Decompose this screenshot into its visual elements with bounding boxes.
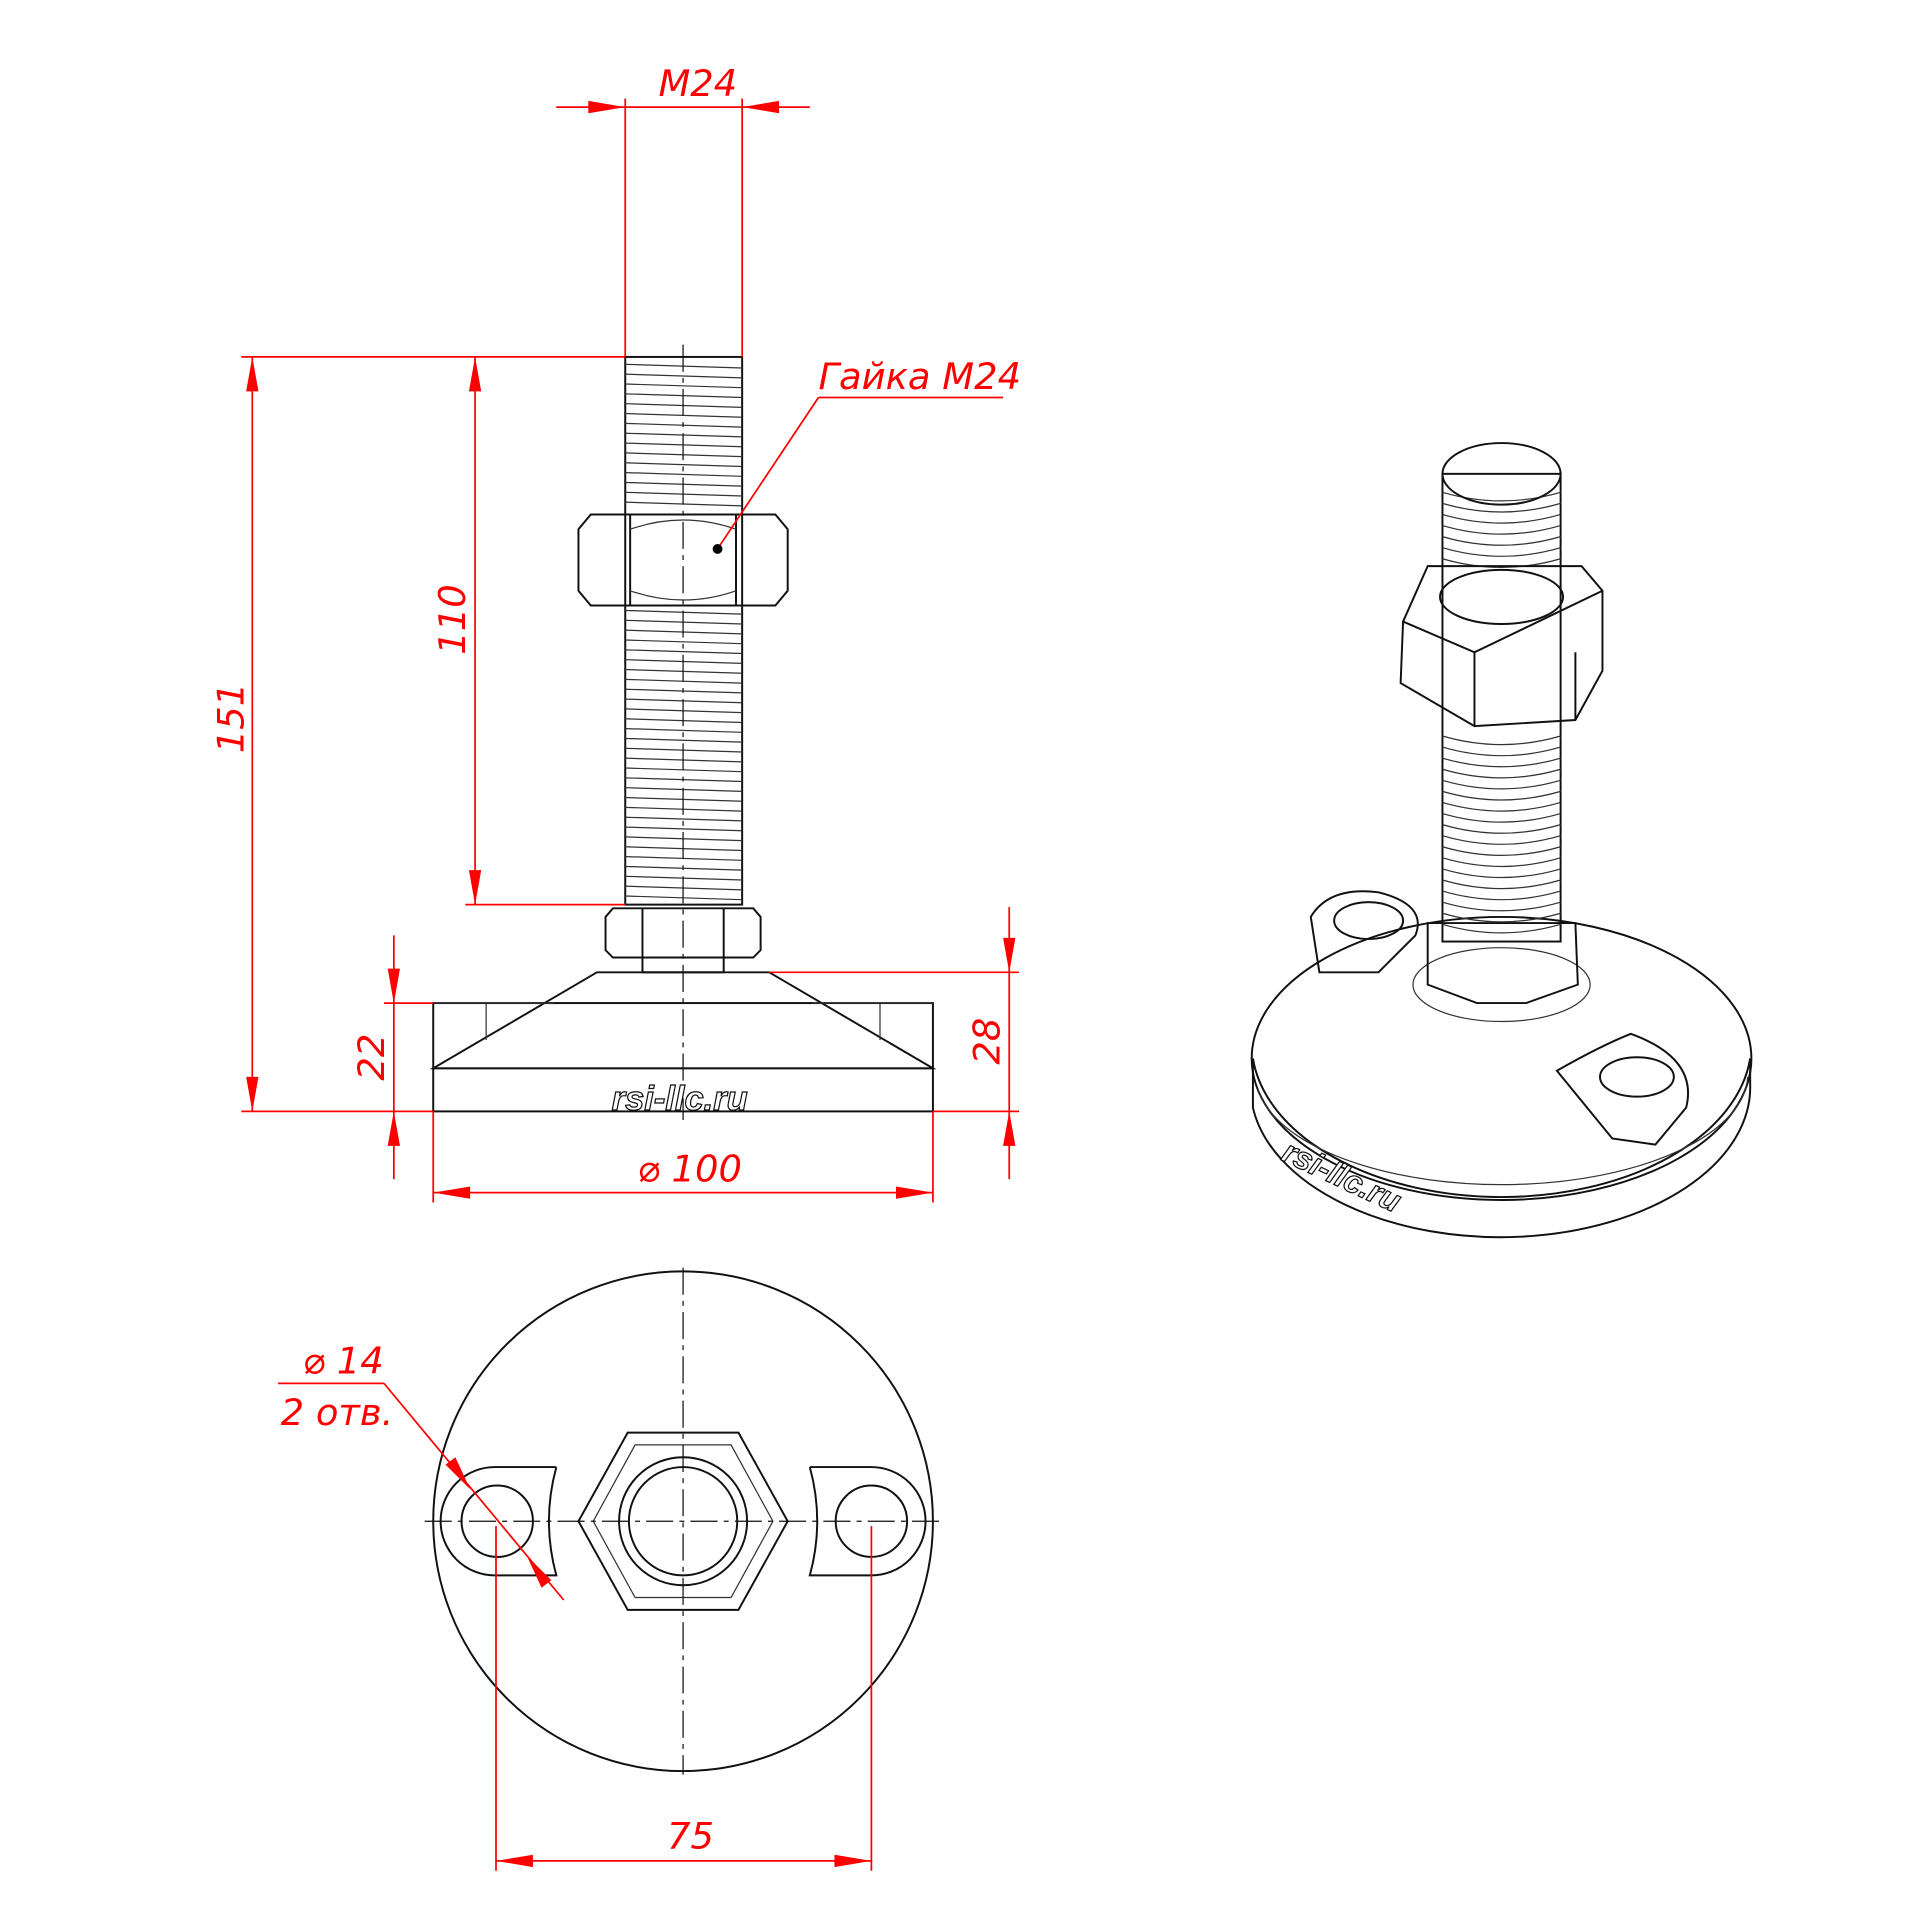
isometric-view: rsi-llc.ru bbox=[1250, 442, 1753, 1239]
thread-line bbox=[1442, 923, 1561, 934]
base-plate: rsi-llc.ru bbox=[429, 971, 937, 1119]
thread-line bbox=[1442, 868, 1561, 879]
thread-line bbox=[1442, 746, 1561, 757]
thread-line bbox=[1442, 801, 1561, 812]
dim-hole-diameter: ⌀ 14 bbox=[303, 1340, 384, 1383]
dimensions-top: ⌀ 14 2 отв. 75 bbox=[278, 1340, 873, 1871]
thread-line bbox=[1442, 879, 1561, 890]
iso-threads bbox=[1442, 491, 1561, 934]
nut-callout-label: Гайка M24 bbox=[818, 355, 1021, 398]
thread-line bbox=[1442, 824, 1561, 834]
top-view bbox=[424, 1267, 942, 1775]
thread-line bbox=[1442, 812, 1561, 823]
thread-line bbox=[625, 737, 743, 743]
dim-28: 28 bbox=[965, 1018, 1008, 1065]
thread-line bbox=[1442, 558, 1561, 568]
thread-size-label: M24 bbox=[658, 62, 737, 105]
dim-hole-count: 2 отв. bbox=[281, 1391, 394, 1434]
thread-line bbox=[1442, 857, 1561, 868]
thread-line bbox=[1442, 524, 1561, 535]
dim-110: 110 bbox=[431, 584, 474, 654]
watermark-logo: rsi-llc.ru bbox=[612, 1080, 748, 1118]
thread-line bbox=[1442, 890, 1561, 901]
thread-line bbox=[1442, 502, 1561, 513]
thread-line bbox=[1442, 513, 1561, 524]
thread-line bbox=[1442, 547, 1561, 557]
thread-line bbox=[1442, 901, 1561, 912]
thread-line bbox=[1442, 835, 1561, 845]
thread-line bbox=[625, 826, 743, 832]
thread-line bbox=[1442, 790, 1561, 801]
thread-line bbox=[625, 728, 743, 733]
thread-line bbox=[625, 462, 743, 468]
dim-151: 151 bbox=[210, 683, 253, 753]
thread-line bbox=[1442, 768, 1561, 779]
thread-line bbox=[1442, 735, 1561, 746]
dim-22: 22 bbox=[350, 1034, 393, 1081]
iso-watermark-logo: rsi-llc.ru bbox=[1277, 1133, 1407, 1219]
lock-nut bbox=[577, 513, 789, 607]
thread-line bbox=[1442, 846, 1561, 856]
thread-line bbox=[1442, 491, 1561, 502]
dim-diameter-100: ⌀ 100 bbox=[638, 1148, 742, 1191]
thread-line bbox=[625, 383, 743, 389]
thread-line bbox=[1442, 757, 1561, 768]
thread-line bbox=[1442, 779, 1561, 790]
dimensions-front: M24 Гайка M24 110 151 22 28 ⌀ 100 bbox=[210, 62, 1021, 1203]
thread-line bbox=[625, 816, 743, 822]
thread-line bbox=[1442, 912, 1561, 923]
thread-line bbox=[625, 472, 743, 477]
thread-line bbox=[625, 373, 743, 379]
thread-line bbox=[625, 639, 743, 645]
thread-line bbox=[1442, 536, 1561, 546]
thread-line bbox=[625, 649, 743, 655]
front-view: rsi-llc.ru bbox=[429, 344, 937, 1120]
dim-hole-spacing: 75 bbox=[667, 1815, 714, 1858]
